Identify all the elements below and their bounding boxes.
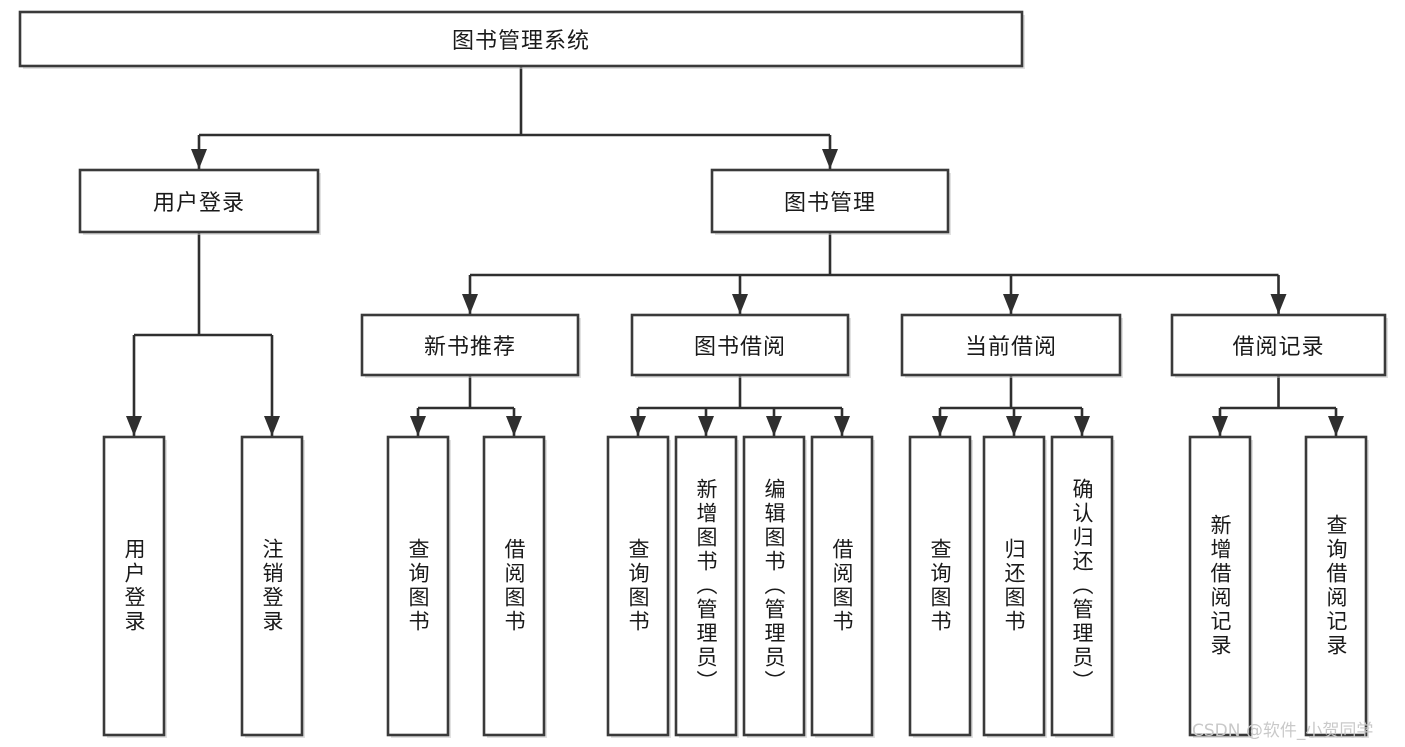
arrow-head-icon [698, 416, 714, 436]
node-leaf-query-book-1[interactable] [386, 435, 450, 737]
arrow-head-icon [1006, 416, 1022, 436]
node-leaf-add-book[interactable] [674, 435, 738, 737]
arrow-head-icon [191, 149, 207, 169]
node-new-book-rec[interactable] [360, 313, 580, 377]
arrow-head-icon [1328, 416, 1344, 436]
node-leaf-query-record[interactable] [1304, 435, 1368, 737]
arrow-head-icon [1003, 294, 1019, 314]
arrow-head-icon [822, 149, 838, 169]
arrow-head-icon [834, 416, 850, 436]
node-leaf-user-login[interactable] [102, 435, 166, 737]
node-box-layer [18, 10, 1388, 738]
node-leaf-return-book[interactable] [982, 435, 1046, 737]
arrow-head-icon [506, 416, 522, 436]
arrow-head-icon [1270, 294, 1287, 314]
node-leaf-query-book-2[interactable] [606, 435, 670, 737]
arrow-head-icon [1074, 416, 1090, 436]
arrow-head-icon [766, 416, 782, 436]
node-leaf-borrow-book-1[interactable] [482, 435, 546, 737]
node-root[interactable] [18, 10, 1024, 68]
arrow-head-icon [630, 416, 646, 436]
arrow-head-icon [264, 416, 280, 436]
node-borrow-record[interactable] [1170, 313, 1387, 377]
node-leaf-query-book-3[interactable] [908, 435, 972, 737]
node-leaf-add-record[interactable] [1188, 435, 1252, 737]
node-leaf-confirm-return[interactable] [1050, 435, 1114, 737]
connector-layer [126, 66, 1344, 436]
node-current-borrow[interactable] [900, 313, 1122, 377]
arrow-head-icon [1212, 416, 1228, 436]
arrow-head-icon [462, 294, 478, 314]
node-book-manage[interactable] [710, 168, 950, 234]
node-book-borrow[interactable] [630, 313, 850, 377]
node-leaf-borrow-book-2[interactable] [810, 435, 874, 737]
arrow-head-icon [410, 416, 426, 436]
node-leaf-logout[interactable] [240, 435, 304, 737]
arrow-head-icon [932, 416, 948, 436]
arrow-head-icon [126, 416, 142, 436]
arrow-head-icon [732, 294, 748, 314]
node-user-login[interactable] [78, 168, 320, 234]
node-leaf-edit-book[interactable] [742, 435, 806, 737]
